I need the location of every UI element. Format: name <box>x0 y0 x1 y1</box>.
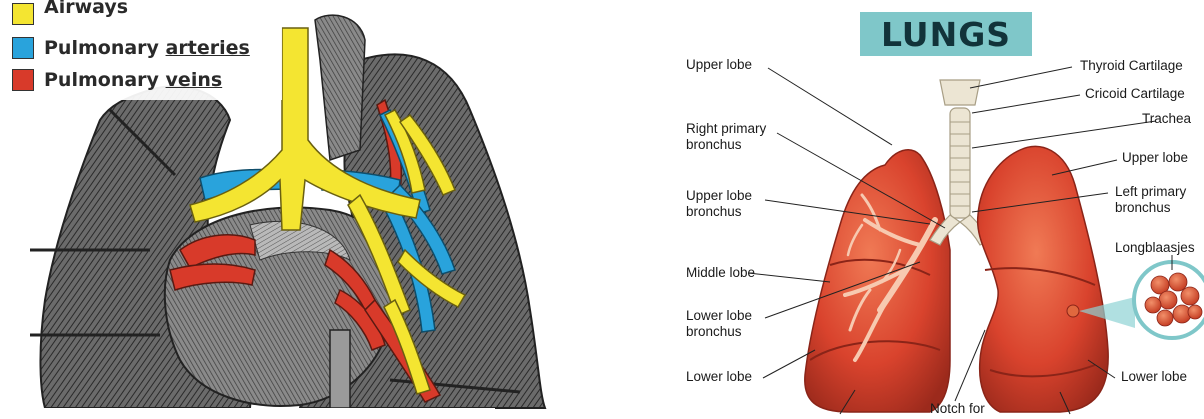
engraved-aorta <box>315 15 365 160</box>
color-legend: Airways Pulmonary arteries Pulmonary vei… <box>0 0 282 100</box>
pulmonary-arteries-swatch <box>12 37 34 59</box>
label-upper-lobe-left-lung: Upper lobe <box>1122 150 1188 166</box>
airways-swatch <box>12 3 34 25</box>
anatomical-engraving-panel: Airways Pulmonary arteries Pulmonary vei… <box>0 0 560 419</box>
label-thyroid-cartilage: Thyroid Cartilage <box>1080 58 1183 74</box>
label-upper-lobe-bronchus: Upper lobe bronchus <box>686 188 752 220</box>
label-trachea: Trachea <box>1142 111 1191 127</box>
label-lower-lobe-right-lung: Lower lobe <box>686 369 752 385</box>
label-middle-lobe: Middle lobe <box>686 265 755 281</box>
pulmonary-veins-swatch <box>12 69 34 91</box>
label-right-primary-bronchus: Right primary bronchus <box>686 121 766 153</box>
label-longblaasjes: Longblaasjes <box>1115 240 1195 256</box>
bottom-white-strip <box>40 408 495 419</box>
right-lung <box>805 150 950 412</box>
legend-label-pulmonary-veins: Pulmonary veins <box>44 69 222 91</box>
label-lower-lobe-left-lung: Lower lobe <box>1121 369 1187 385</box>
label-upper-lobe-right-lung: Upper lobe <box>686 57 752 73</box>
legend-label-pulmonary-arteries: Pulmonary arteries <box>44 37 250 59</box>
legend-item-pulmonary-arteries: Pulmonary arteries <box>12 34 250 62</box>
legend-label-airways: Airways <box>44 0 128 18</box>
label-left-primary-bronchus: Left primary bronchus <box>1115 184 1186 216</box>
label-lower-lobe-bronchus: Lower lobe bronchus <box>686 308 752 340</box>
label-notch-for: Notch for <box>930 401 985 417</box>
title-banner: LUNGS <box>860 12 1032 56</box>
engraved-descending-aorta <box>330 330 350 408</box>
label-cricoid-cartilage: Cricoid Cartilage <box>1085 86 1185 102</box>
lungs-diagram-panel: LUNGS Upper lobe Right primary bronchus … <box>600 0 1204 419</box>
legend-item-airways: Airways <box>12 0 128 28</box>
legend-item-pulmonary-veins: Pulmonary veins <box>12 66 222 94</box>
diagram-title: LUNGS <box>881 15 1011 54</box>
